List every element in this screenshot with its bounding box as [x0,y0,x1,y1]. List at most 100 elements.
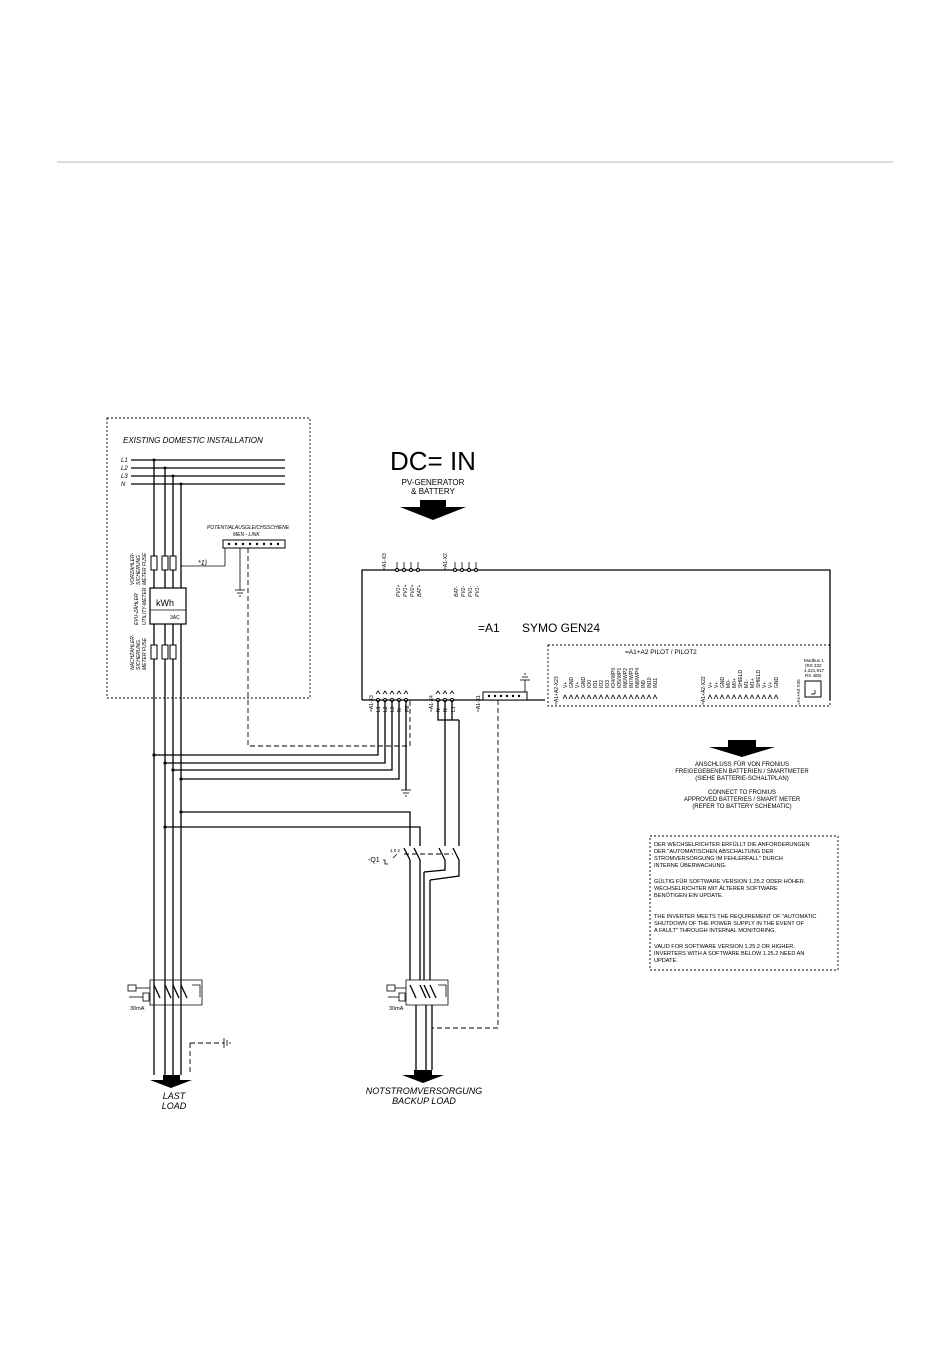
svg-text:(RS 232: (RS 232 [805,663,822,668]
svg-text:=A1-X2: =A1-X2 [443,553,449,570]
svg-text:V+: V+ [575,682,581,688]
last-load-arrow [150,1075,192,1088]
svg-text:VALID FOR SOFTWARE VERSION 1.2: VALID FOR SOFTWARE VERSION 1.25.2 OR HIG… [654,944,795,950]
svg-text:L1: L1 [376,706,382,712]
svg-text:N: N [397,708,403,712]
switch-q1-label: -Q1 [368,857,380,864]
meter-fuse-bottom-label: NACHZAHLER- SICHERUNG METER FUSE [130,634,148,670]
svg-text:INVERTERS WITH A SOFTWARE BELO: INVERTERS WITH A SOFTWARE BELOW 1.25.2 N… [654,951,804,957]
svg-text:V+: V+ [708,682,714,688]
svg-text:=A1-X1: =A1-X1 [476,695,482,712]
dc-in-subtitle-2: & BATTERY [411,487,455,496]
svg-text:UPDATE.: UPDATE. [654,958,678,964]
svg-text:VORZAHLER-: VORZAHLER- [130,552,136,585]
kwh-meter [149,587,187,625]
kwh-label: kWh [156,598,174,608]
svg-text:V+: V+ [768,682,774,688]
potential-bar [222,539,286,549]
phase-label-l3: L3 [121,474,128,480]
meter-fuse-top-label: VORZAHLER- SICHERUNG METER FUSE [130,552,148,585]
ac-wiring [152,700,411,797]
svg-text:IN9: IN9 [641,680,647,688]
svg-text:ANSCHLUSS FÜR VON FRONIUS: ANSCHLUSS FÜR VON FRONIUS [695,761,789,768]
svg-text:MEN - LINK: MEN - LINK [233,532,260,538]
svg-text:PV2-: PV2- [461,586,467,597]
svg-text:PV1+: PV1+ [403,585,409,597]
svg-text:THE INVERTER MEETS THE REQUIRE: THE INVERTER MEETS THE REQUIREMENT OF "A… [654,914,816,920]
pe-terminal-block: =A1-X1 [476,673,530,712]
svg-text:METER FUSE: METER FUSE [142,552,148,585]
svg-text:DER WECHSELRICHTER ERFÜLLT DIE: DER WECHSELRICHTER ERFÜLLT DIE ANFORDERU… [654,841,810,848]
svg-text:V+: V+ [714,682,720,688]
modbus-terminals: =A1+A2-X22 V+ V+ GND M0- M0+ SHIELD M1- … [701,670,780,705]
backup-load-lines [415,1005,433,1070]
svg-text:A FAULT" THROUGH INTERNAL MONI: A FAULT" THROUGH INTERNAL MONITORING. [654,928,777,934]
svg-text:DER "AUTOMATISCHEN ABSCHALTUNG: DER "AUTOMATISCHEN ABSCHALTUNG DER [654,849,773,855]
svg-text:PE: PE [405,705,411,712]
meter-fuse-bottom [150,644,177,660]
pilot-label: =A1+A2 PILOT / PILOT2 [625,649,697,656]
rcd-right [386,979,449,1006]
dc-terminals-x1: =A1-X3 PV1+ PV1+ PV2+ BAT+ [382,553,423,597]
svg-text:APPROVED BATTERIES / SMART MET: APPROVED BATTERIES / SMART METER [684,797,801,803]
svg-text:Modbus 1: Modbus 1 [804,658,824,663]
svg-text:STROMVERSORGUNG IM FEHLERFALL": STROMVERSORGUNG IM FEHLERFALL" DURCH [654,856,783,862]
svg-text:N: N [443,708,449,712]
backup-wiring [163,700,499,1029]
svg-text:L3: L3 [390,706,396,712]
svg-text:INTERNE ÜBERWACHUNG.: INTERNE ÜBERWACHUNG. [654,862,727,869]
phase-label-l1: L1 [121,458,128,464]
phase-label-n: N [121,482,126,488]
svg-text:=A1-X3: =A1-X3 [369,695,375,712]
meter-fuse-top [150,555,177,571]
svg-text:CONNECT TO FRONIUS: CONNECT TO FRONIUS [708,790,776,796]
svg-text:FREIGEGEBENEN BATTERIEN / SMAR: FREIGEGEBENEN BATTERIEN / SMARTMETER [675,769,809,775]
svg-text:WECHSELRICHTER MIT ÄLTERER SOF: WECHSELRICHTER MIT ÄLTERER SOFTWARE [654,885,778,892]
svg-text:SICHERUNG: SICHERUNG [136,640,142,670]
svg-text:PV1-: PV1- [468,586,474,597]
inverter-name: SYMO GEN24 [522,621,600,635]
svg-text:METER FUSE: METER FUSE [142,637,148,670]
switch-q1-positions: 1 0 2 [390,848,401,853]
rcd-left-label: 30mA [130,1006,145,1012]
svg-text:L1: L1 [451,706,457,712]
fronius-note: ANSCHLUSS FÜR VON FRONIUS FREIGEGEBENEN … [675,761,809,810]
phase-labels: L1 L2 L3 N [121,458,128,488]
dc-terminals-x2: =A1-X2 BAT- PV2- PV1- PV1- [443,553,481,597]
svg-text:M0-: M0- [726,679,732,688]
rcd-right-label: 30mA [389,1006,404,1012]
earth-symbol-domestic [235,589,245,597]
last-load-label-2: LOAD [162,1101,187,1111]
svg-text:GND: GND [720,677,726,689]
svg-text:NACHZAHLER-: NACHZAHLER- [130,634,136,670]
svg-text:4,221,917: 4,221,917 [804,668,825,673]
svg-text:IO5/WP1: IO5/WP1 [617,667,623,688]
fronius-arrow [709,740,775,757]
modbus-terminal-pins [707,694,779,700]
svg-text:POTENTIALAUSGLEICHSSCHIENE: POTENTIALAUSGLEICHSSCHIENE [207,525,290,531]
rcd-left [127,979,203,1006]
last-load-earth [189,1038,231,1075]
last-load-label-1: LAST [163,1091,187,1101]
svg-text:N: N [436,708,442,712]
domestic-installation-box [106,417,311,699]
dc-in-arrow [400,500,466,520]
pilot-box [547,644,831,707]
svg-text:GÜLTIG FÜR SOFTWARE VERSION 1.: GÜLTIG FÜR SOFTWARE VERSION 1.25.2 ODER … [654,878,806,885]
svg-text:M1-: M1- [744,679,750,688]
svg-text:BAT+: BAT+ [417,585,423,597]
phase-label-l2: L2 [121,466,128,472]
svg-text:=A1+A2-X23: =A1+A2-X23 [554,676,560,705]
svg-text:IN7/WP3: IN7/WP3 [629,668,635,688]
dc-in-subtitle-1: PV-GENERATOR [402,478,465,487]
svg-text:IO2: IO2 [599,680,605,688]
svg-text:IN6/WP2: IN6/WP2 [623,668,629,688]
svg-text:IO4/WP0: IO4/WP0 [611,667,617,688]
potential-bar-taps [227,542,280,546]
ac-terminals: =A1-X3 L1 L2 L3 N PE [369,690,411,712]
svg-text:IO0: IO0 [587,680,593,688]
potential-bar-label: POTENTIALAUSGLEICHSSCHIENE MEN - LINK [207,525,290,538]
svg-text:GND: GND [569,677,575,689]
svg-text:(SIEHE BATTERIE-SCHALTPLAN): (SIEHE BATTERIE-SCHALTPLAN) [695,776,788,782]
svg-text:RS 485): RS 485) [805,673,822,678]
